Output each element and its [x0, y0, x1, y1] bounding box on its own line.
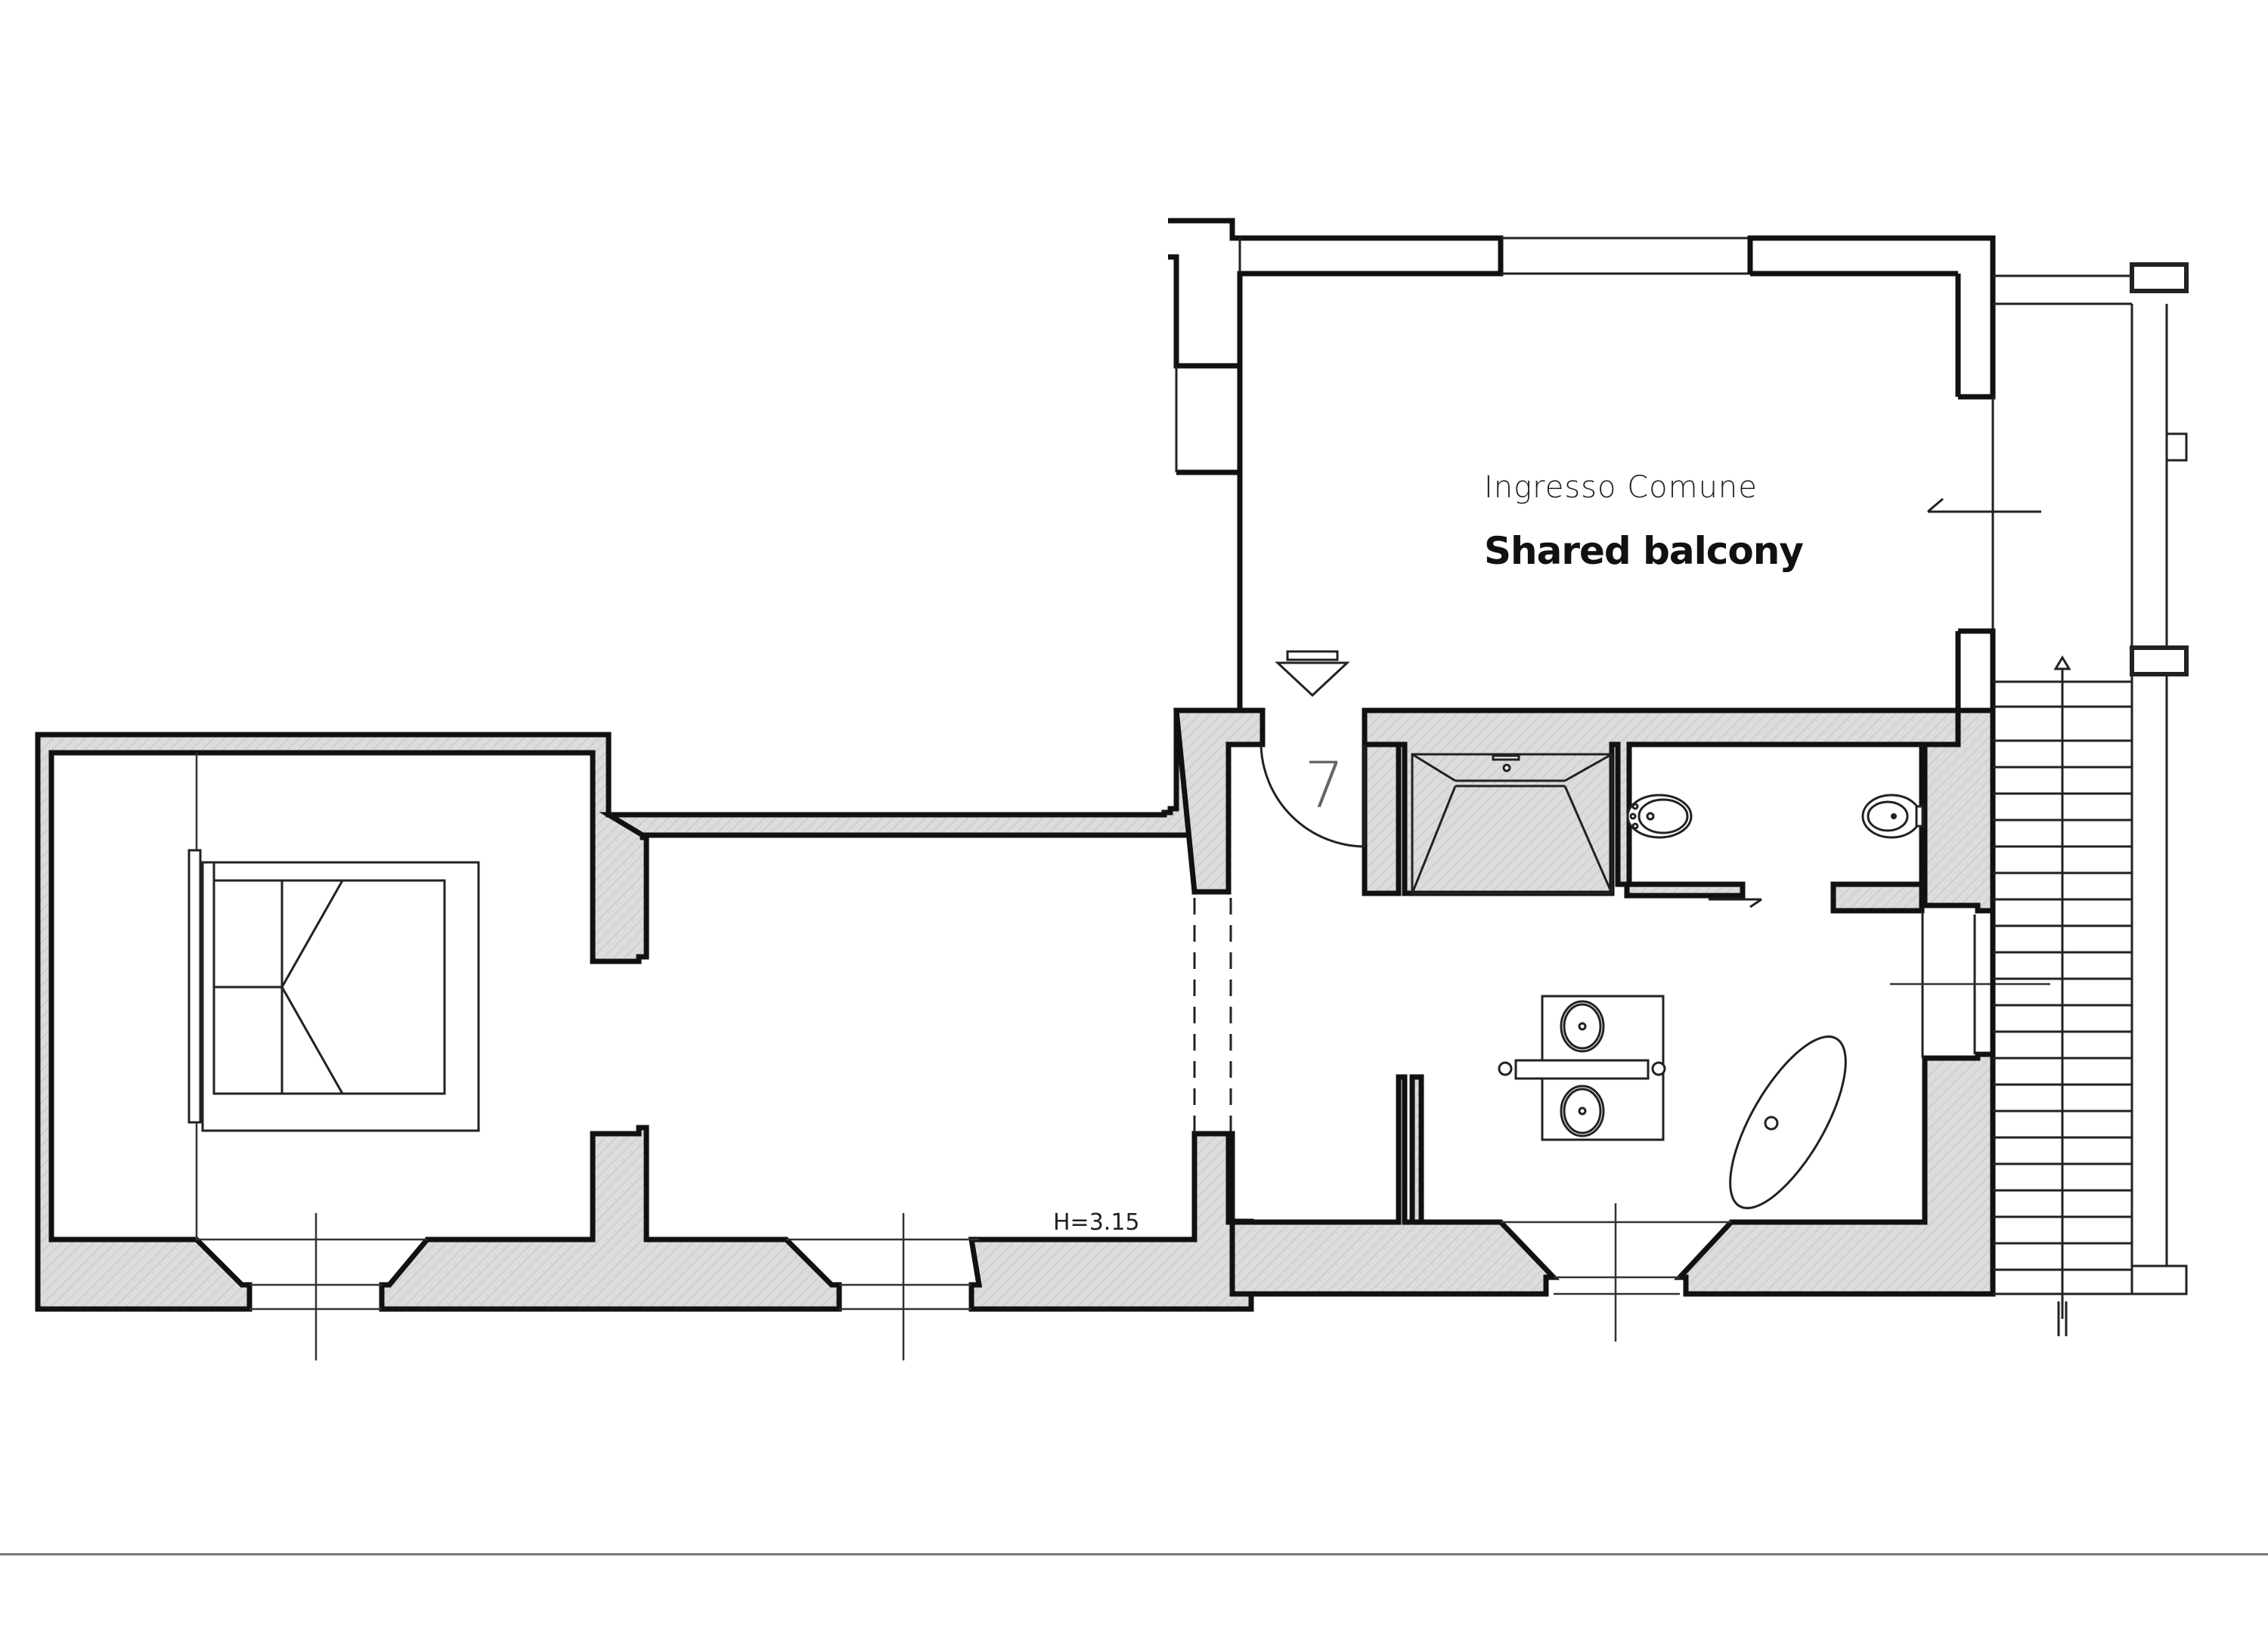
page-divider-line — [0, 1553, 2268, 1555]
wardrobe-partition — [187, 753, 202, 1239]
bathroom-bottom-window — [1501, 1203, 1731, 1342]
entry-marker-icon — [1275, 650, 1350, 698]
double-bed — [201, 861, 480, 1132]
bidet — [1626, 794, 1693, 839]
bedroom-window — [197, 1213, 427, 1360]
door-number-label: 7 — [1304, 748, 1345, 822]
bathtub — [1729, 1035, 1847, 1209]
entrance-door-7[interactable] — [1259, 744, 1366, 848]
shared-balcony-label: Shared balcony — [1484, 529, 1804, 573]
sliding-door-arrow-icon — [1709, 898, 1762, 908]
bathroom-window — [1890, 911, 2050, 1058]
double-vanity — [1498, 995, 1666, 1141]
ceiling-height-label: H=3.15 — [1053, 1209, 1140, 1236]
toilet — [1861, 794, 1924, 839]
common-entrance-label: Ingresso Comune — [1484, 470, 1758, 505]
balcony-walls — [1168, 218, 2132, 710]
staircase — [1990, 262, 2189, 1336]
bathroom-walls — [1173, 707, 1996, 1297]
living-room-window — [786, 1213, 979, 1360]
entrance-arrow-icon — [1927, 497, 2041, 513]
living-room-walls — [599, 707, 1254, 1312]
shower-tray — [1411, 753, 1613, 895]
